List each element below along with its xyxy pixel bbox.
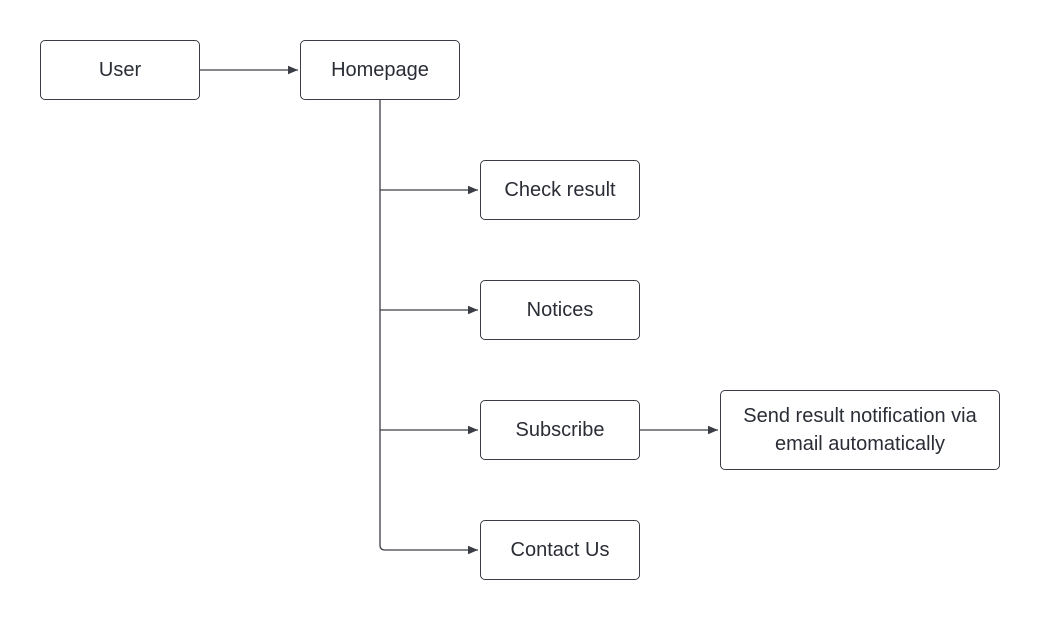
node-user-label: User: [98, 59, 142, 81]
node-subscribe-label: Subscribe: [515, 419, 605, 441]
node-subscribe: Subscribe: [480, 400, 640, 460]
node-check-result-label: Check result: [504, 179, 616, 201]
node-homepage: Homepage: [300, 40, 460, 100]
node-user: User: [40, 40, 200, 100]
node-notices: Notices: [480, 280, 640, 340]
node-email-notification-label: Send result notification via email autom…: [743, 405, 977, 455]
node-notices-label: Notices: [526, 299, 594, 321]
node-contact-us-label: Contact Us: [510, 539, 610, 561]
node-email-notification: Send result notification via email autom…: [720, 390, 1000, 470]
node-contact-us: Contact Us: [480, 520, 640, 580]
node-check-result: Check result: [480, 160, 640, 220]
node-homepage-label: Homepage: [331, 59, 429, 81]
edge-homepage-trunk: [379, 100, 478, 555]
